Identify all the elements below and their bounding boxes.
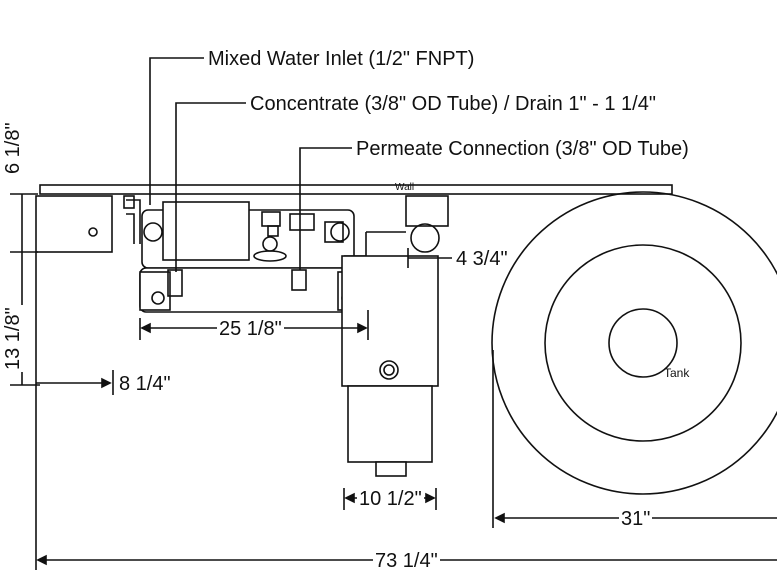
dim-label-overall-width: 73 1/4"	[373, 550, 440, 572]
callout-mixed-water-inlet: Mixed Water Inlet (1/2" FNPT)	[208, 48, 475, 70]
membrane-endcap-left	[139, 271, 171, 311]
filter-gauge-inner	[383, 364, 395, 376]
ro-gauge-base	[253, 250, 287, 262]
dim-label-wall-offset: 6 1/8"	[2, 120, 24, 176]
inlet-pipe	[126, 199, 141, 244]
concentrate-port	[167, 269, 183, 297]
filter-bowl	[347, 385, 433, 463]
callout-concentrate: Concentrate (3/8" OD Tube) / Drain 1" - …	[250, 93, 656, 115]
dim-arrow-unit-right	[357, 322, 368, 334]
wall-bar	[39, 184, 673, 195]
dim-label-filter-width: 10 1/2"	[357, 488, 424, 510]
tank-outer	[491, 191, 777, 495]
ro-pump-right	[330, 222, 350, 242]
filter-head-valve	[410, 223, 440, 253]
ro-solenoid	[289, 213, 315, 231]
dim-arrow-overall-left	[36, 554, 47, 566]
leader-permeate	[299, 147, 352, 270]
dim-label-left-offset: 8 1/4"	[117, 373, 173, 395]
tank-label: Tank	[664, 366, 690, 380]
tank-inner	[608, 308, 678, 378]
dim-arrow-left-offset	[101, 377, 112, 389]
dim-label-depth: 13 1/8"	[2, 305, 24, 372]
dim-label-tank-diameter: 31"	[619, 508, 653, 530]
dim-arrow-filter-right	[425, 492, 436, 504]
ro-valve	[261, 211, 281, 227]
permeate-port	[291, 269, 307, 291]
wall-label: Wall	[395, 182, 415, 193]
dim-arrow-tank-left	[494, 512, 505, 524]
ro-gauge	[262, 236, 278, 252]
dim-label-unit-width: 25 1/8"	[217, 318, 284, 340]
filter-drain	[375, 461, 407, 477]
filter-gauge	[379, 360, 399, 380]
membrane-port-left	[151, 291, 165, 305]
filter-head-top	[405, 195, 449, 227]
dim-arrow-filter-left	[344, 492, 355, 504]
filter-housing-top	[341, 255, 439, 387]
dim-arrow-unit-left	[140, 322, 151, 334]
inlet-fitting	[123, 195, 135, 209]
ro-pump-left	[143, 222, 163, 242]
ro-valve-stem	[267, 225, 279, 237]
membrane-housing	[139, 267, 369, 313]
leader-inlet	[149, 57, 204, 205]
tank-middle	[544, 244, 742, 442]
dim-label-filter-offset: 4 3/4"	[454, 248, 510, 270]
leader-concentrate	[175, 102, 246, 272]
ro-module	[162, 201, 250, 261]
left-box	[35, 195, 113, 253]
callout-permeate: Permeate Connection (3/8" OD Tube)	[356, 138, 689, 160]
ro-fitting-right	[324, 221, 344, 243]
left-box-port	[88, 227, 98, 237]
